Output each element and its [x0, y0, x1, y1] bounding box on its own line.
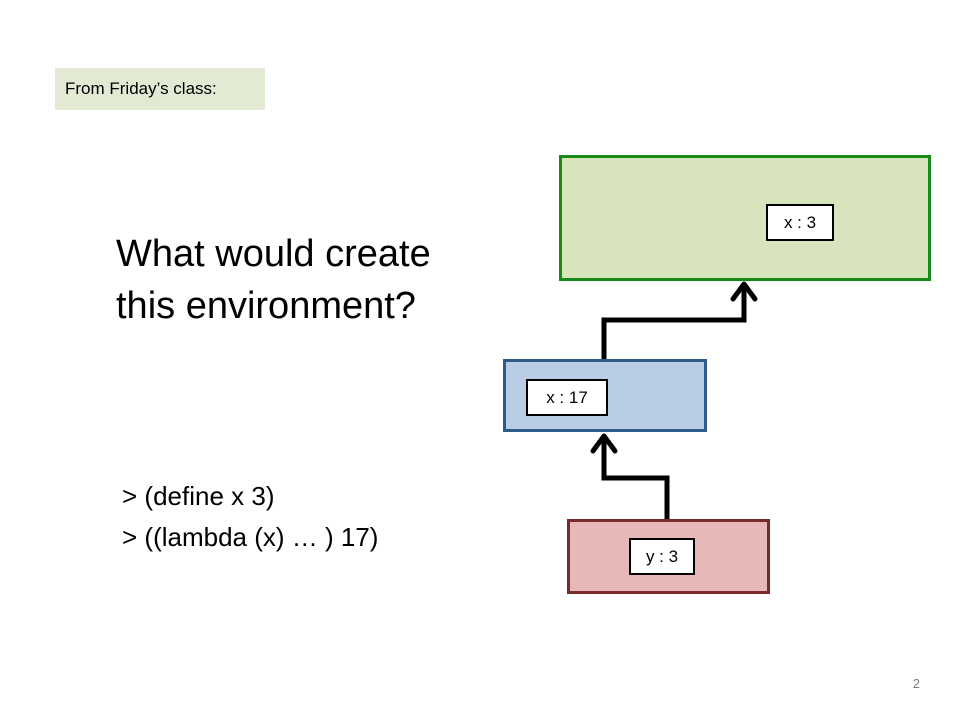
arrow-lambda-to-global-head: [730, 281, 758, 302]
frame-inner: [567, 519, 770, 594]
arrow-inner-to-lambda: [590, 433, 670, 519]
binding-y-3: y : 3: [629, 538, 695, 575]
slide-tag: From Friday’s class:: [55, 68, 265, 110]
binding-x-17: x : 17: [526, 379, 608, 416]
code-line-lambda: > ((lambda (x) … ) 17): [122, 522, 379, 552]
arrow-lambda-to-global-line: [601, 287, 747, 359]
code-block: > (define x 3) > ((lambda (x) … ) 17): [122, 476, 482, 558]
code-line-define: > (define x 3): [122, 481, 275, 511]
arrow-inner-to-lambda-line: [601, 438, 670, 519]
frame-global: [559, 155, 931, 281]
arrow-inner-to-lambda-head: [590, 433, 618, 454]
slide-question: What would create this environment?: [116, 233, 431, 327]
arrow-lambda-to-global: [601, 281, 758, 359]
page-number: 2: [912, 676, 920, 691]
binding-x-3: x : 3: [766, 204, 834, 241]
